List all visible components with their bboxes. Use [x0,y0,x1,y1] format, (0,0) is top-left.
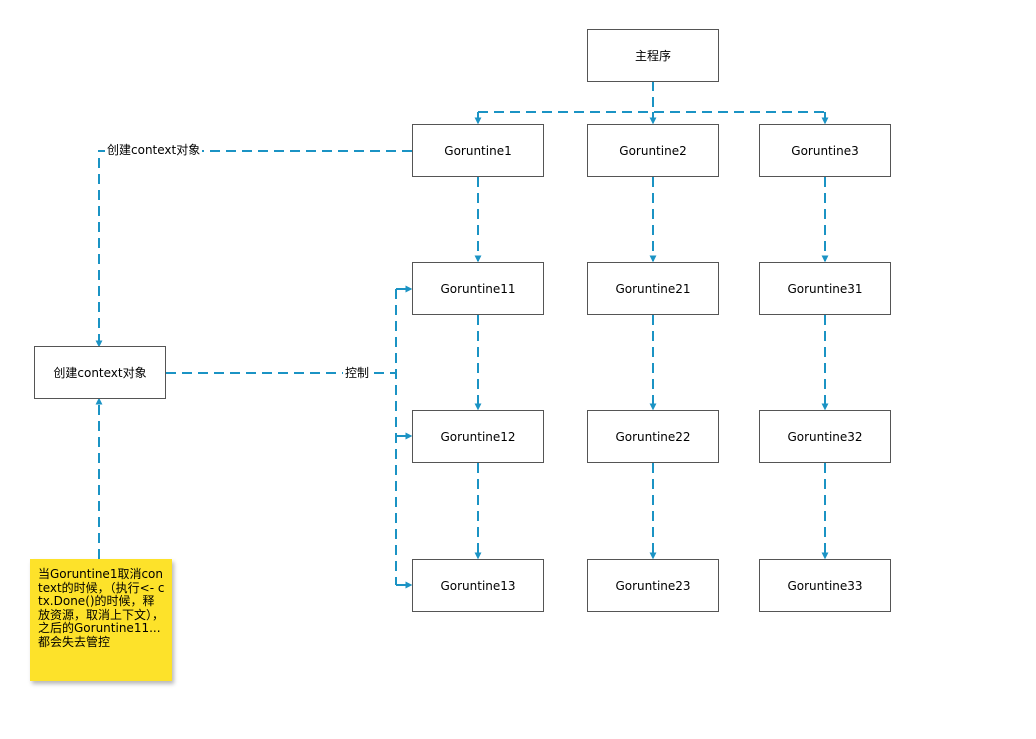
node-goruntine23: Goruntine23 [587,559,719,612]
node-goruntine12: Goruntine12 [412,410,544,463]
edge-g1-create-context [95,150,412,348]
sticky-note: 当Goruntine1取消context的时候，（执行<- ctx.Done()… [30,559,172,681]
node-goruntine22: Goruntine22 [587,410,719,463]
node-goruntine21: Goruntine21 [587,262,719,315]
node-goruntine33: Goruntine33 [759,559,891,612]
edge-label-create-context: 创建context对象 [105,142,203,158]
node-goruntine1: Goruntine1 [412,124,544,177]
node-goruntine11: Goruntine11 [412,262,544,315]
node-context-object: 创建context对象 [34,346,166,399]
node-goruntine13: Goruntine13 [412,559,544,612]
node-goruntine2: Goruntine2 [587,124,719,177]
edge-label-control: 控制 [343,365,372,381]
node-goruntine3: Goruntine3 [759,124,891,177]
node-main-program: 主程序 [587,29,719,82]
node-goruntine31: Goruntine31 [759,262,891,315]
node-goruntine32: Goruntine32 [759,410,891,463]
